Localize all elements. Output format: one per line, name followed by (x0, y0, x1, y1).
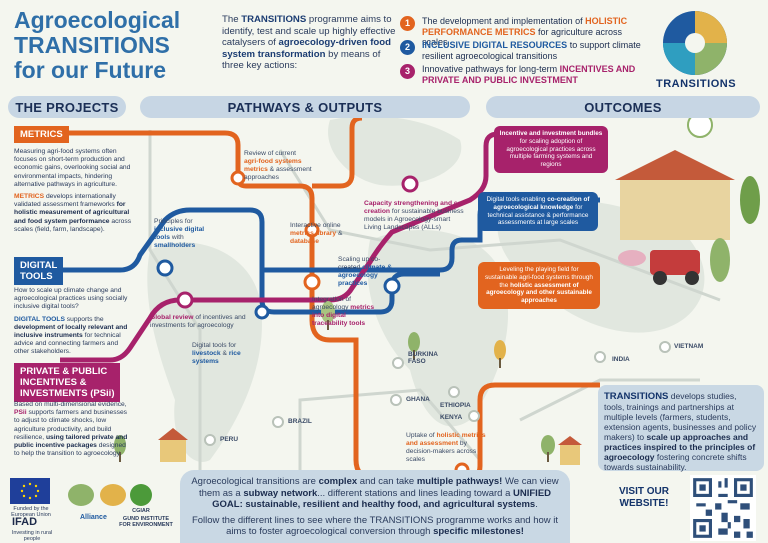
farm-illustration (615, 112, 760, 285)
ifad-caption: Investing in rural people (11, 530, 53, 542)
country-dots (204, 341, 671, 446)
global-review-label: Global review of incentives and investme… (150, 314, 246, 329)
transitions-info-box: TRANSITIONS develops studies, tools, tra… (598, 385, 764, 472)
digital-tools-tag: DIGITAL TOOLS (14, 257, 64, 285)
eu-flag-logo (10, 478, 50, 504)
country-ghana: GHANA (406, 396, 430, 403)
country-peru: PERU (220, 436, 239, 443)
transitions-logo-icon (663, 11, 727, 75)
psii-tag: PRIVATE & PUBLIC INCENTIVES & INVESTMENT… (14, 363, 121, 402)
capacity-label: Capacity strengthening and co-creation f… (364, 200, 464, 231)
world-map-background (147, 116, 705, 462)
title-line-1: Agroecological (14, 7, 181, 33)
review-metrics-label: Review of current agri-food systems metr… (244, 150, 312, 181)
title-line-3: for our Future (14, 57, 167, 83)
digital-tools-description: How to scale up climate change and agroe… (14, 287, 128, 356)
outcome-digital: Digital tools enabling co-creation of ag… (478, 192, 598, 232)
visit-website-label: VISIT OUR WEBSITE! (618, 486, 669, 509)
psii-line (60, 131, 600, 363)
country-brazil: BRAZIL (288, 418, 312, 425)
logo-text: TRANSITIONS (655, 78, 737, 90)
country-burkina: BURKINA FASO (408, 351, 438, 365)
bottom-message: Agroecological transitions are complex a… (180, 470, 570, 543)
integration-label: Integration of agroecology metrics into … (312, 296, 375, 327)
action-2-number: 2 (400, 40, 415, 55)
gund-logo: GUND INSTITUTE FOR ENVIRONMENT (119, 516, 173, 528)
title-line-2: TRANSITIONS (14, 32, 170, 58)
cgiar-caption: CGIAR (132, 508, 150, 514)
eu-caption: Funded by the European Union (11, 506, 51, 518)
band-outcomes: OUTCOMES (486, 96, 760, 118)
country-india: INDIA (612, 356, 630, 363)
outcome-incentives: Incentive and investment bundles for sca… (494, 126, 608, 173)
page-title: Agroecological TRANSITIONS for our Futur… (14, 8, 214, 83)
principles-label: Principles for inclusive digital tools w… (154, 218, 205, 249)
band-projects: THE PROJECTS (8, 96, 126, 118)
cgiar-logo (130, 484, 152, 506)
intro-text: The TRANSITIONS programme aims to identi… (222, 14, 396, 71)
website-qr-code[interactable] (690, 475, 756, 541)
action-3-number: 3 (400, 64, 415, 79)
metrics-library-label: Interactive online metrics library & dat… (290, 222, 343, 245)
scaling-label: Scaling up co-created climate & agroecol… (338, 256, 392, 287)
alliance-logo: Alliance (80, 514, 107, 521)
band-pathways: PATHWAYS & OUTPUTS (140, 96, 470, 118)
partner-logo-1 (68, 484, 94, 506)
action-1-number: 1 (400, 16, 415, 31)
outcome-level-field: Leveling the playing field for sustainab… (478, 262, 600, 309)
ifad-logo: IFAD (12, 516, 38, 528)
decorative-trees (114, 301, 582, 465)
psii-description: Based on multi-dimensional evidence, PSi… (14, 401, 128, 458)
metrics-description: Measuring agri-food systems often focuse… (14, 148, 132, 233)
livestock-label: Digital tools for livestock & rice syste… (192, 342, 241, 365)
metrics-tag: METRICS (14, 126, 69, 143)
country-kenya: KENYA (440, 414, 463, 421)
uptake-label: Uptake of holistic metrics and assessmen… (406, 432, 486, 463)
partner-logo-2 (100, 484, 126, 506)
country-vietnam: VIETNAM (674, 343, 704, 350)
country-ethiopia: ETHIOPIA (440, 402, 471, 409)
